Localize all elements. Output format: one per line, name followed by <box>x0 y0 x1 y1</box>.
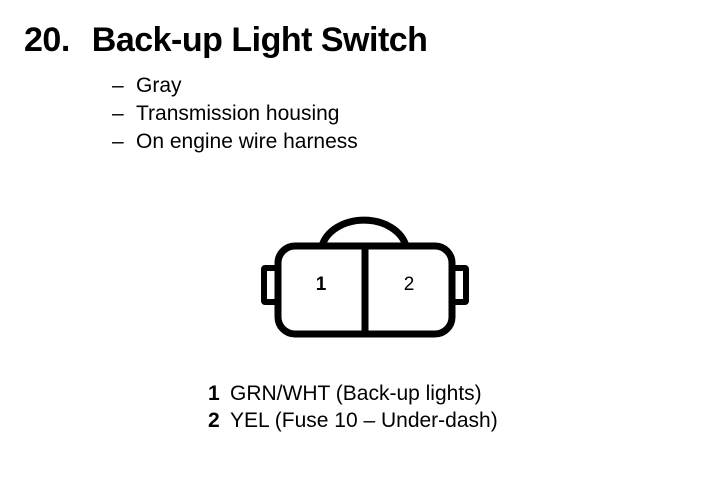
legend-row: 2 YEL (Fuse 10 – Under-dash) <box>208 407 498 434</box>
pin-cavity-2-number: 2 <box>404 274 415 295</box>
list-item-label: Gray <box>136 74 182 97</box>
pin-legend: 1 GRN/WHT (Back-up lights) 2 YEL (Fuse 1… <box>208 380 498 434</box>
legend-pin-description: GRN/WHT (Back-up lights) <box>230 382 482 405</box>
list-item: – On engine wire harness <box>112 128 358 156</box>
item-title: Back-up Light Switch <box>91 21 428 59</box>
page-title: 20. Back-up Light Switch <box>24 20 428 60</box>
list-item-label: Transmission housing <box>136 102 340 125</box>
list-item-label: On engine wire harness <box>136 130 358 153</box>
dash-bullet-icon: – <box>112 102 124 125</box>
legend-pin-description: YEL (Fuse 10 – Under-dash) <box>230 409 498 432</box>
legend-pin-number: 1 <box>208 382 220 405</box>
connector-diagram: 1 2 <box>255 200 475 345</box>
legend-row: 1 GRN/WHT (Back-up lights) <box>208 380 498 407</box>
dash-bullet-icon: – <box>112 130 124 153</box>
pin-cavity-1-number: 1 <box>316 274 327 295</box>
locking-arch-icon <box>318 216 410 248</box>
dash-bullet-icon: – <box>112 74 124 97</box>
item-number: 20. <box>24 21 70 59</box>
list-item: – Transmission housing <box>112 100 358 128</box>
list-item: – Gray <box>112 72 358 100</box>
legend-pin-number: 2 <box>208 409 220 432</box>
spec-list: – Gray – Transmission housing – On engin… <box>112 72 358 156</box>
